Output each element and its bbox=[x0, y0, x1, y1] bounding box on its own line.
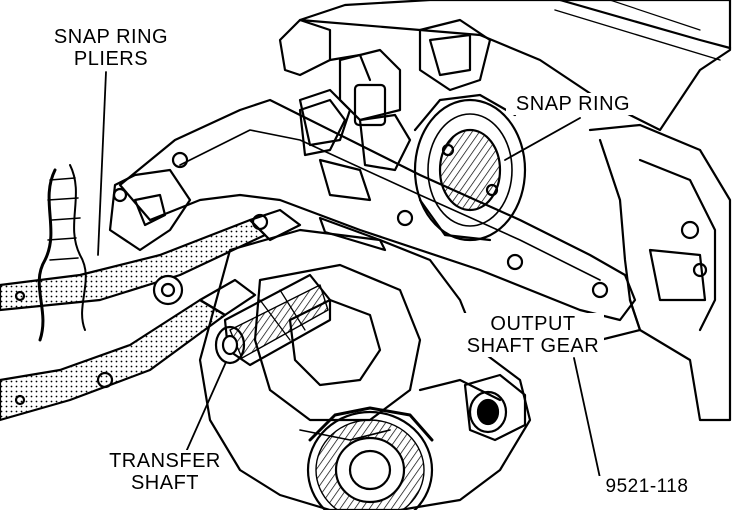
label-output-shaft-gear-line1: OUTPUT bbox=[490, 313, 576, 335]
label-snap-ring-pliers-line1: SNAP RING bbox=[53, 26, 169, 48]
label-output-shaft-gear: OUTPUT SHAFT GEAR bbox=[462, 313, 604, 357]
figure-number: 9521-118 bbox=[590, 476, 704, 498]
label-output-shaft-gear-line2: SHAFT GEAR bbox=[466, 335, 600, 357]
output-shaft-gear bbox=[306, 406, 434, 510]
bearing-retainer-plate bbox=[112, 98, 637, 322]
label-snap-ring-pliers: SNAP RING PLIERS bbox=[38, 26, 184, 70]
leader-pliers bbox=[97, 71, 107, 256]
label-snap-ring-text: SNAP RING bbox=[515, 93, 631, 115]
leader-output-gear bbox=[573, 357, 601, 479]
leader-snap-ring bbox=[504, 117, 581, 161]
leader-lines bbox=[97, 71, 601, 479]
snap-ring-pliers bbox=[0, 164, 302, 422]
snap-ring-assembly bbox=[413, 93, 527, 242]
leader-transfer bbox=[185, 361, 227, 453]
label-transfer-shaft: TRANSFER SHAFT bbox=[104, 450, 226, 494]
transfer-shaft bbox=[214, 273, 332, 367]
label-snap-ring: SNAP RING bbox=[506, 93, 640, 115]
internal-parts bbox=[298, 53, 412, 202]
label-transfer-shaft-line1: TRANSFER bbox=[109, 450, 221, 472]
label-transfer-shaft-line2: SHAFT bbox=[130, 472, 200, 494]
output-shaft-stub bbox=[463, 373, 527, 442]
case-flange-left bbox=[108, 168, 192, 252]
label-snap-ring-pliers-line2: PLIERS bbox=[73, 48, 149, 70]
housing-upper bbox=[278, 0, 732, 147]
